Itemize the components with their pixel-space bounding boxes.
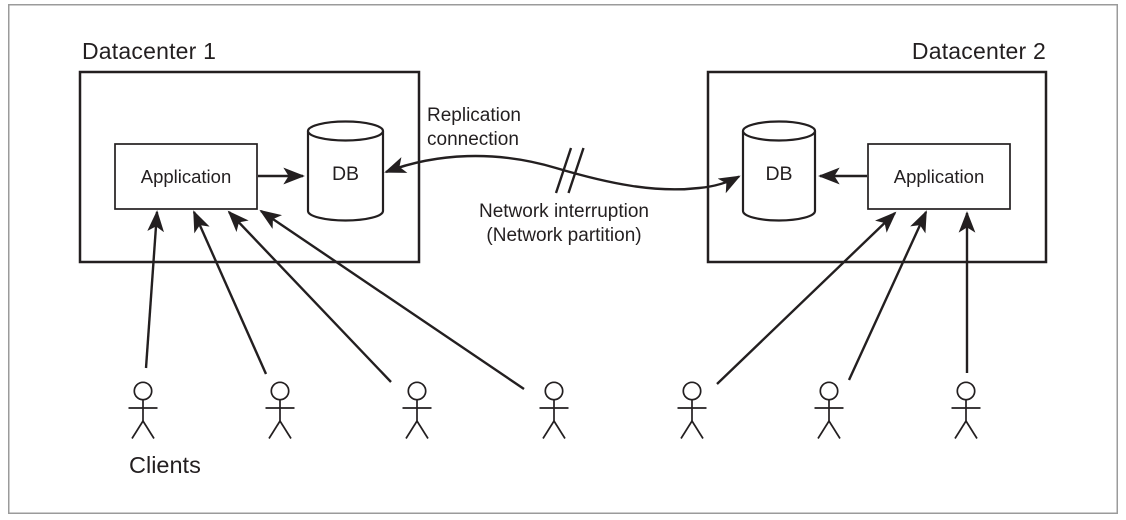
client-figure-1 [127,381,159,440]
datacenter2-title: Datacenter 2 [911,38,1046,64]
client-figure-7 [950,381,982,440]
client-arrow-1 [144,210,164,369]
clients-label: Clients [129,452,201,478]
client-figure-6 [813,381,845,440]
client-figure-2 [264,381,296,440]
db2-label: DB [765,163,793,185]
client-figure-3 [401,381,433,440]
db2-cylinder [741,120,817,222]
figure-frame [8,4,1118,514]
replication-connection-label: Replication connection [427,104,521,151]
application2-box [867,143,1011,210]
client-arrow-5 [716,211,897,385]
interruption-label-line2: (Network partition) [486,224,642,246]
client-arrow-2 [192,210,268,375]
client-figures [127,381,982,440]
application1-box [114,143,258,210]
replication-label-line2: connection [427,128,519,150]
client-figure-5 [676,381,708,440]
replication-label-line1: Replication [427,105,521,126]
network-break-icon [554,147,585,194]
client-arrow-4 [259,209,525,390]
interruption-label-line1: Network interruption [478,201,650,222]
client-arrows [144,209,976,390]
replication-connection-arrow [384,154,741,194]
db1-cylinder [306,120,385,222]
client-arrow-6 [847,210,928,381]
client-arrow-3 [227,210,392,383]
network-interruption-label: Network interruption (Network partition) [420,200,708,247]
application1-label: Application [140,165,232,187]
datacenter1-title: Datacenter 1 [82,38,217,64]
application2-label: Application [893,165,985,187]
db1-label: DB [331,163,360,185]
client-figure-4 [538,381,570,440]
